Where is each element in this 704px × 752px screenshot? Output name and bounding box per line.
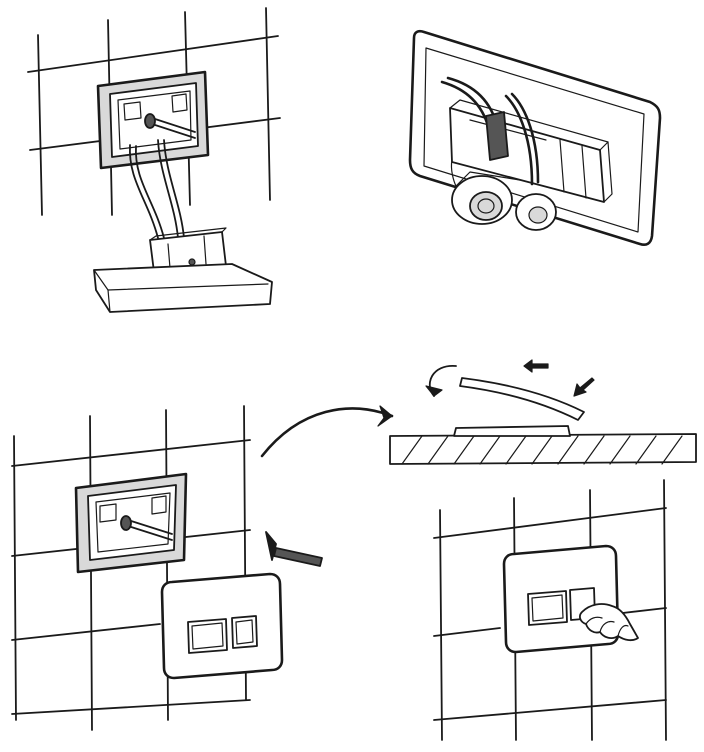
plate-side-view — [459, 377, 585, 421]
step-2-panel-back — [408, 29, 662, 247]
step-4-press-button — [433, 479, 667, 741]
cables-1 — [129, 139, 185, 239]
transition-arrows — [260, 405, 394, 567]
panel-actuator-1 — [149, 227, 227, 273]
step-1-wall-box-with-panel — [27, 7, 281, 313]
flush-button-large-3 — [187, 618, 228, 654]
flush-plate-4 — [502, 544, 620, 654]
side-view-wall — [389, 359, 697, 465]
flush-button-large-4 — [527, 590, 568, 626]
actuator-rods-1 — [144, 113, 196, 139]
flush-plate-3 — [160, 572, 284, 680]
actuator-cylinders-2 — [450, 159, 557, 231]
zip-tie-2 — [485, 111, 509, 161]
flush-plate-back-1 — [93, 263, 273, 313]
actuator-rods-3 — [120, 515, 173, 541]
tile-grid-3 — [11, 405, 251, 731]
flush-button-small-3 — [231, 615, 258, 649]
step-3-mount-panel — [11, 405, 284, 731]
arrow-icon — [265, 531, 323, 567]
hand-icon — [579, 603, 639, 642]
curved-arrow-icon — [260, 407, 394, 458]
wall-hatching — [401, 435, 683, 465]
